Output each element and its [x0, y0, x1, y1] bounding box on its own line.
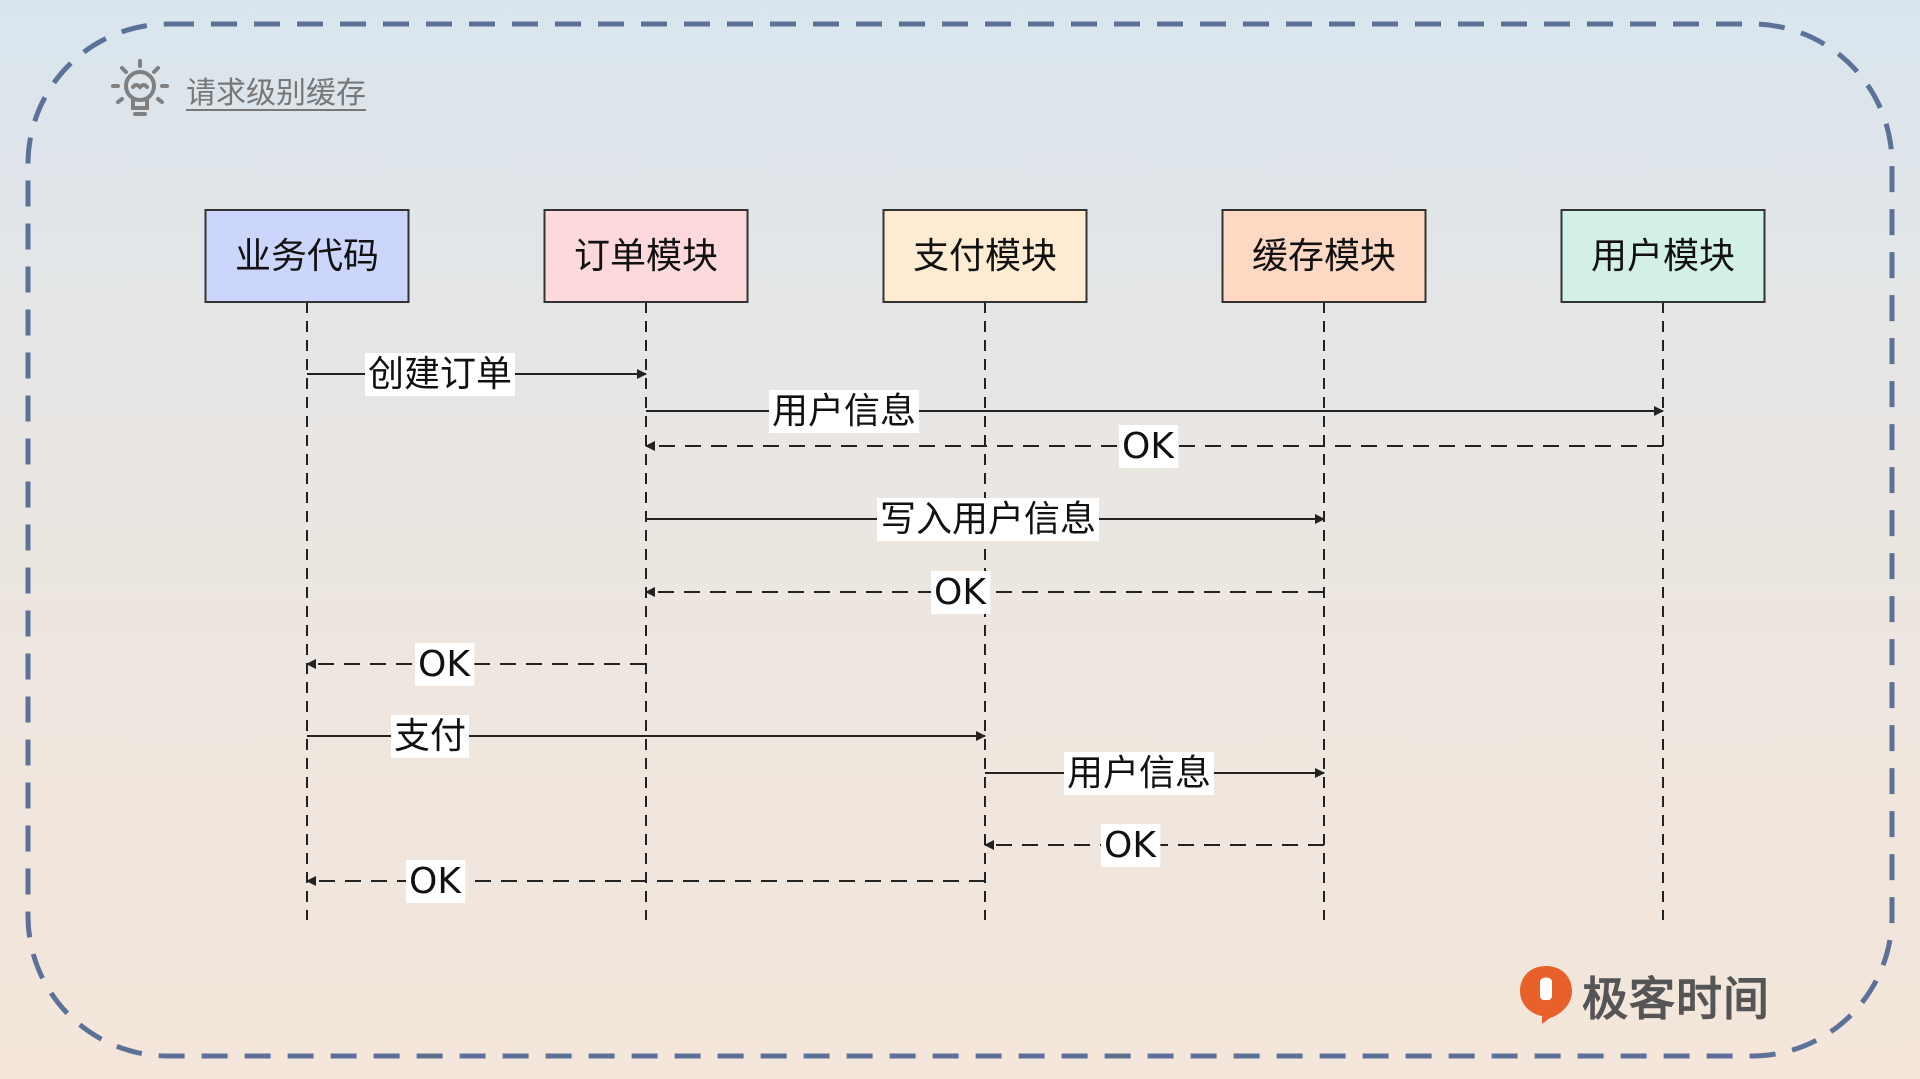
message-label-bg: [390, 715, 470, 758]
message-label-bg: [931, 571, 991, 614]
participant-label: 支付模块: [913, 236, 1057, 277]
message-label: 写入用户信息: [880, 499, 1096, 540]
message-label: OK: [418, 644, 471, 685]
brand-name: 极客时间: [1582, 972, 1770, 1026]
message-label: OK: [934, 572, 987, 613]
participant-label: 业务代码: [235, 236, 379, 277]
message-label-bg: [876, 498, 1100, 541]
message-label-bg: [364, 353, 516, 396]
message-label: OK: [409, 861, 462, 902]
participant-rect: [882, 209, 1088, 303]
message-label-bg: [1101, 824, 1161, 867]
participant-label: 缓存模块: [1252, 236, 1396, 277]
message-label: 创建订单: [368, 354, 512, 395]
message-label: 支付: [394, 716, 466, 757]
message-label-bg: [1063, 752, 1215, 795]
message-label-bg: [415, 643, 475, 686]
participant-box: 订单模块: [543, 209, 749, 303]
message-label: OK: [1122, 426, 1175, 467]
participant-box: 支付模块: [882, 209, 1088, 303]
heading: 请求级别缓存: [108, 59, 366, 120]
participant-label: 用户模块: [1591, 236, 1735, 277]
participant-rect: [543, 209, 749, 303]
participant-rect: [1560, 209, 1766, 303]
message-label-bg: [406, 860, 466, 903]
lightbulb-icon: [108, 56, 172, 124]
geektime-logo-icon: [1516, 962, 1576, 1030]
participant-box: 用户模块: [1560, 209, 1766, 303]
message-label-bg: [1119, 425, 1179, 468]
participant-box: 缓存模块: [1221, 209, 1427, 303]
page-title: 请求级别缓存: [186, 76, 366, 111]
message-label: 用户信息: [772, 391, 916, 432]
participant-rect: [1221, 209, 1427, 303]
brand: 极客时间: [1516, 962, 1770, 1030]
message-label-bg: [768, 390, 920, 433]
message-label: 用户信息: [1067, 753, 1211, 794]
participant-box: 业务代码: [204, 209, 410, 303]
participant-label: 订单模块: [574, 236, 718, 277]
participant-rect: [204, 209, 410, 303]
message-label: OK: [1104, 825, 1157, 866]
